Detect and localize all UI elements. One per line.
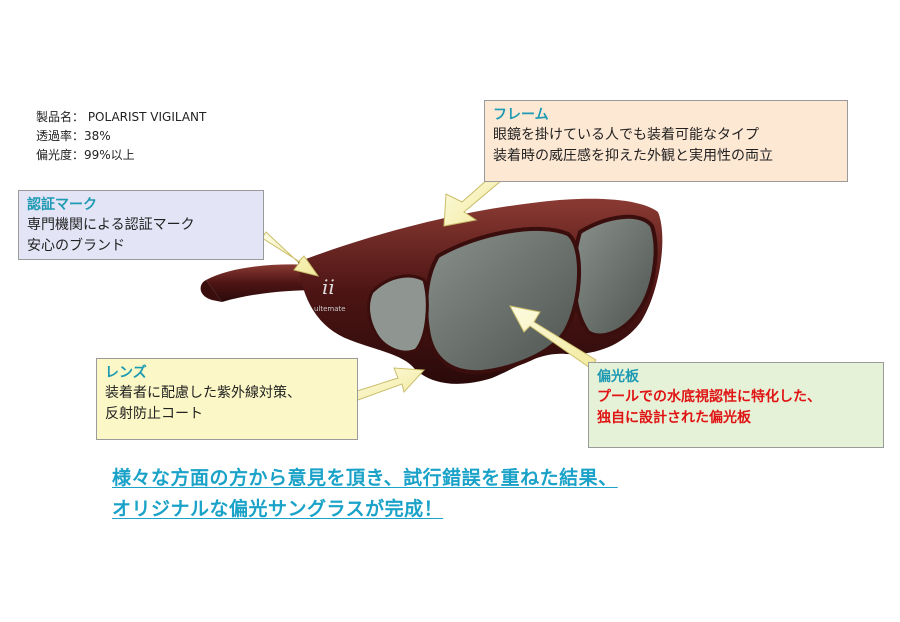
callout-polarizer-line: 独自に設計された偏光板 xyxy=(597,410,751,426)
callout-certification-line: 安心のブランド xyxy=(27,238,125,254)
callout-lens-title: レンズ xyxy=(105,365,147,381)
left-lens xyxy=(424,227,582,375)
callout-polarizer-line: プールでの水底視認性に特化した、 xyxy=(597,389,821,405)
temple-arm-tip xyxy=(200,280,222,302)
spec-product-name: 製品名： POLARIST VIGILANT xyxy=(36,110,207,124)
callout-lens-line: 反射防止コート xyxy=(105,406,203,422)
arrow-frame xyxy=(443,171,503,227)
tagline-line-2: オリジナルな偏光サングラスが完成！ xyxy=(112,498,444,520)
side-lens xyxy=(367,274,429,354)
callout-polarizer-title: 偏光板 xyxy=(597,369,639,385)
logo-mark: ii xyxy=(322,275,335,299)
arrow-cert xyxy=(261,231,320,277)
callout-frame-line: 装着時の威圧感を抑えた外観と実用性の両立 xyxy=(493,148,773,164)
spec-polarization: 偏光度：99%以上 xyxy=(36,148,135,162)
callout-lens-line: 装着者に配慮した紫外線対策、 xyxy=(105,385,301,401)
spec-list: 製品名： POLARIST VIGILANT 透過率：38% 偏光度：99%以上 xyxy=(36,108,206,165)
callout-certification-line: 専門機関による認証マーク xyxy=(27,217,195,233)
arrow-lens xyxy=(353,367,426,401)
callout-frame-line: 眼鏡を掛けている人でも装着可能なタイプ xyxy=(493,127,759,143)
callout-polarizer: 偏光板 プールでの水底視認性に特化した、 独自に設計された偏光板 xyxy=(588,362,884,448)
spec-transmittance: 透過率：38% xyxy=(36,129,111,143)
callout-certification: 認証マーク 専門機関による認証マーク 安心のブランド xyxy=(18,190,264,260)
callout-certification-title: 認証マーク xyxy=(27,197,97,213)
callout-frame-title: フレーム xyxy=(493,107,549,123)
tagline-line-1: 様々な方面の方から意見を頂き、試行錯誤を重ねた結果、 xyxy=(112,467,618,489)
callout-frame: フレーム 眼鏡を掛けている人でも装着可能なタイプ 装着時の威圧感を抑えた外観と実… xyxy=(484,100,848,182)
arrow-polarizer xyxy=(509,305,597,369)
logo-text: ultemate xyxy=(314,305,346,313)
callout-lens: レンズ 装着者に配慮した紫外線対策、 反射防止コート xyxy=(96,358,358,440)
